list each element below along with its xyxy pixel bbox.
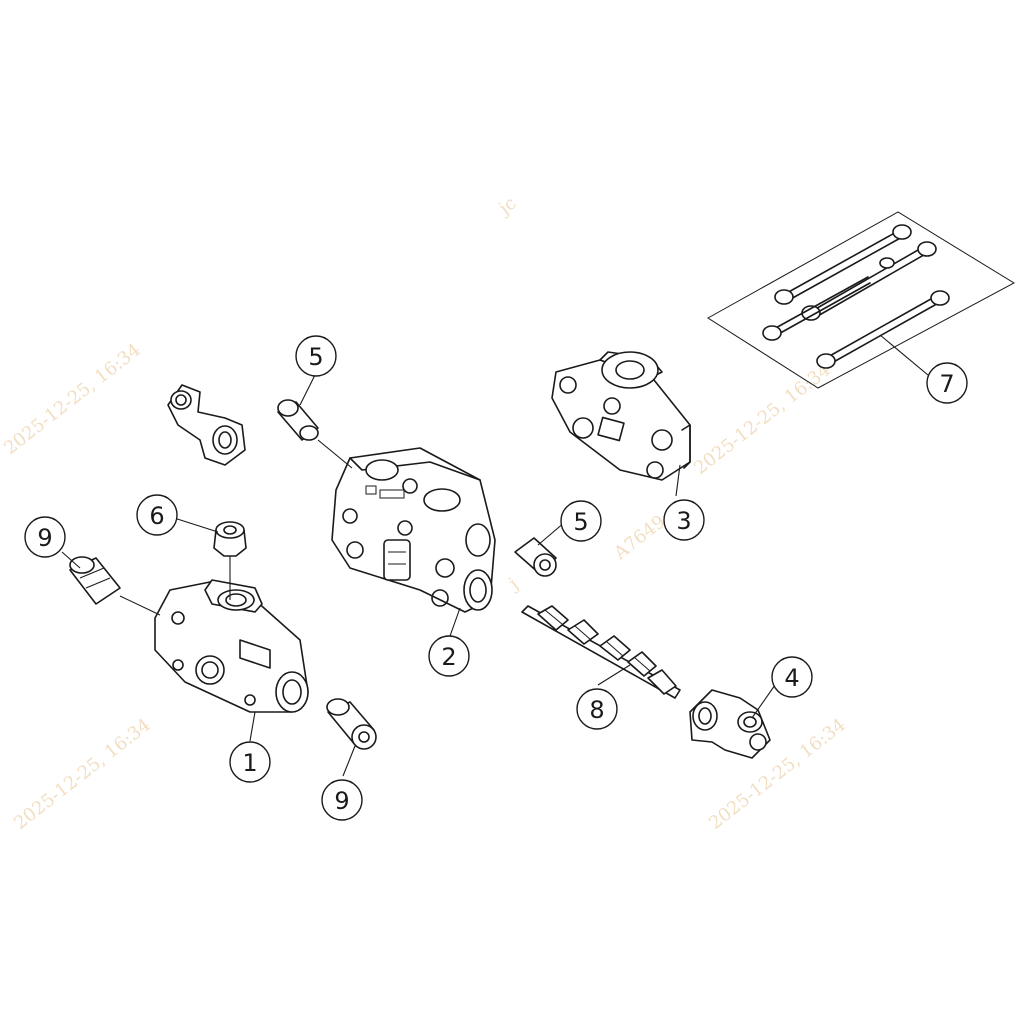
part-1-inlet-section — [154, 579, 309, 713]
balloon-7: 7 — [926, 362, 968, 404]
balloon-8: 8 — [576, 688, 618, 730]
watermark-text: j — [504, 574, 523, 595]
watermark-text: 2025-12-25, 16:34 — [690, 360, 835, 479]
part-8-spool — [521, 605, 681, 699]
part-6-plug — [213, 521, 247, 557]
watermark-text: jc — [494, 193, 521, 220]
balloon-number: 5 — [308, 343, 323, 371]
balloon-1: 1 — [229, 741, 271, 783]
watermark-text: A7649 — [609, 511, 669, 564]
watermark-text: 2025-12-25, 16:34 — [0, 340, 145, 459]
balloon-6: 6 — [136, 494, 178, 536]
part-3-end-cover — [551, 351, 691, 481]
part-5-plug-upper — [277, 399, 319, 441]
balloon-9-left: 9 — [24, 516, 66, 558]
balloon-5-upper: 5 — [295, 335, 337, 377]
part-9-plug-lower — [326, 698, 377, 750]
part-5-plug-right — [514, 537, 557, 577]
balloon-4: 4 — [771, 656, 813, 698]
part-2-section-body — [331, 447, 496, 613]
balloon-number: 2 — [441, 643, 456, 671]
balloon-number: 6 — [149, 502, 164, 530]
balloon-number: 7 — [939, 370, 954, 398]
balloon-number: 9 — [37, 524, 52, 552]
part-7-tie-rods — [707, 211, 1016, 389]
balloon-3: 3 — [663, 499, 705, 541]
leader-lines — [61, 334, 929, 777]
balloon-number: 8 — [589, 696, 604, 724]
balloon-number: 3 — [676, 507, 691, 535]
balloon-5-right: 5 — [560, 500, 602, 542]
watermark-text: 2025-12-25, 16:34 — [10, 715, 155, 834]
fitting-top-left — [167, 384, 246, 466]
balloon-number: 1 — [242, 749, 257, 777]
balloon-number: 4 — [784, 664, 799, 692]
part-9-plug-left — [69, 556, 121, 605]
part-4-end-fitting — [689, 689, 771, 759]
balloon-2: 2 — [428, 635, 470, 677]
balloon-number: 9 — [334, 787, 349, 815]
balloon-number: 5 — [573, 508, 588, 536]
balloon-9-lower: 9 — [321, 779, 363, 821]
